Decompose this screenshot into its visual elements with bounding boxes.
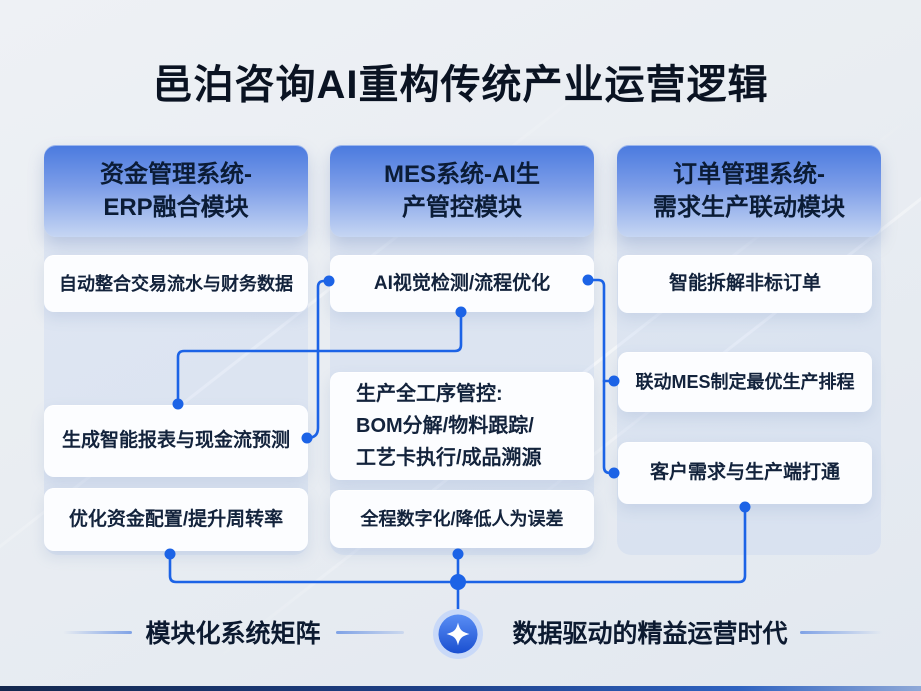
sparkle-icon [433,609,483,659]
module-box-text: 智能拆解非标订单 [668,273,821,294]
module-box-text: 自动整合交易流水与财务数据 [59,273,293,294]
module-box-order-schedule: 联动MES制定最优生产排程 [618,352,872,412]
connector-junction-dot [450,574,466,590]
module-box-mes-digital: 全程数字化/降低人为误差 [330,490,594,548]
column-header-mes-line2: 产管控模块 [402,194,522,221]
column-header-order-line2: 需求生产联动模块 [653,194,845,221]
footer-divider-line [800,631,882,634]
module-box-text: 工艺卡执行/成品溯源 [356,447,542,469]
sparkle-icon-halo [433,609,483,659]
sparkle-icon-star [446,622,470,646]
column-header-erp-line1: 资金管理系统- [100,161,252,188]
column-header-erp: 资金管理系统- ERP融合模块 [44,145,308,237]
module-box-erp-integrate: 自动整合交易流水与财务数据 [44,255,308,312]
sparkle-icon-circle [438,614,478,654]
module-box-text: 客户需求与生产端打通 [649,462,840,483]
module-box-text: 联动MES制定最优生产排程 [635,372,855,392]
module-box-mes-process-control: 生产全工序管控: BOM分解/物料跟踪/ 工艺卡执行/成品溯源 [330,372,594,480]
column-header-order-line1: 订单管理系统- [673,161,825,188]
module-box-order-split: 智能拆解非标订单 [618,255,872,313]
module-box-text: 优化资金配置/提升周转率 [68,508,284,530]
footer-right-label: 数据驱动的精益运营时代 [512,620,788,648]
module-box-text: 生成智能报表与现金流预测 [61,430,290,451]
bottom-accent-bar [0,686,921,691]
column-header-mes-line1: MES系统-AI生 [384,161,540,188]
module-box-order-connect: 客户需求与生产端打通 [618,442,872,504]
column-header-order: 订单管理系统- 需求生产联动模块 [617,145,881,237]
footer-left-label: 模块化系统矩阵 [145,620,321,648]
column-header-mes: MES系统-AI生 产管控模块 [330,145,594,237]
footer-divider-line [336,631,404,634]
module-box-text: 全程数字化/降低人为误差 [360,509,564,529]
module-box-text: AI视觉检测/流程优化 [373,272,551,294]
column-header-erp-line2: ERP融合模块 [103,194,249,221]
page-title: 邑泊咨询AI重构传统产业运营逻辑 [152,63,769,107]
module-box-erp-reports: 生成智能报表与现金流预测 [44,405,308,477]
module-box-text: BOM分解/物料跟踪/ [356,415,534,437]
footer-divider-line [63,631,132,634]
module-box-erp-optimize: 优化资金配置/提升周转率 [44,488,308,551]
module-box-mes-vision: AI视觉检测/流程优化 [330,255,594,312]
module-box-text: 生产全工序管控: [356,383,503,405]
connector-mes-left-to-erp-reports-side [305,279,331,440]
